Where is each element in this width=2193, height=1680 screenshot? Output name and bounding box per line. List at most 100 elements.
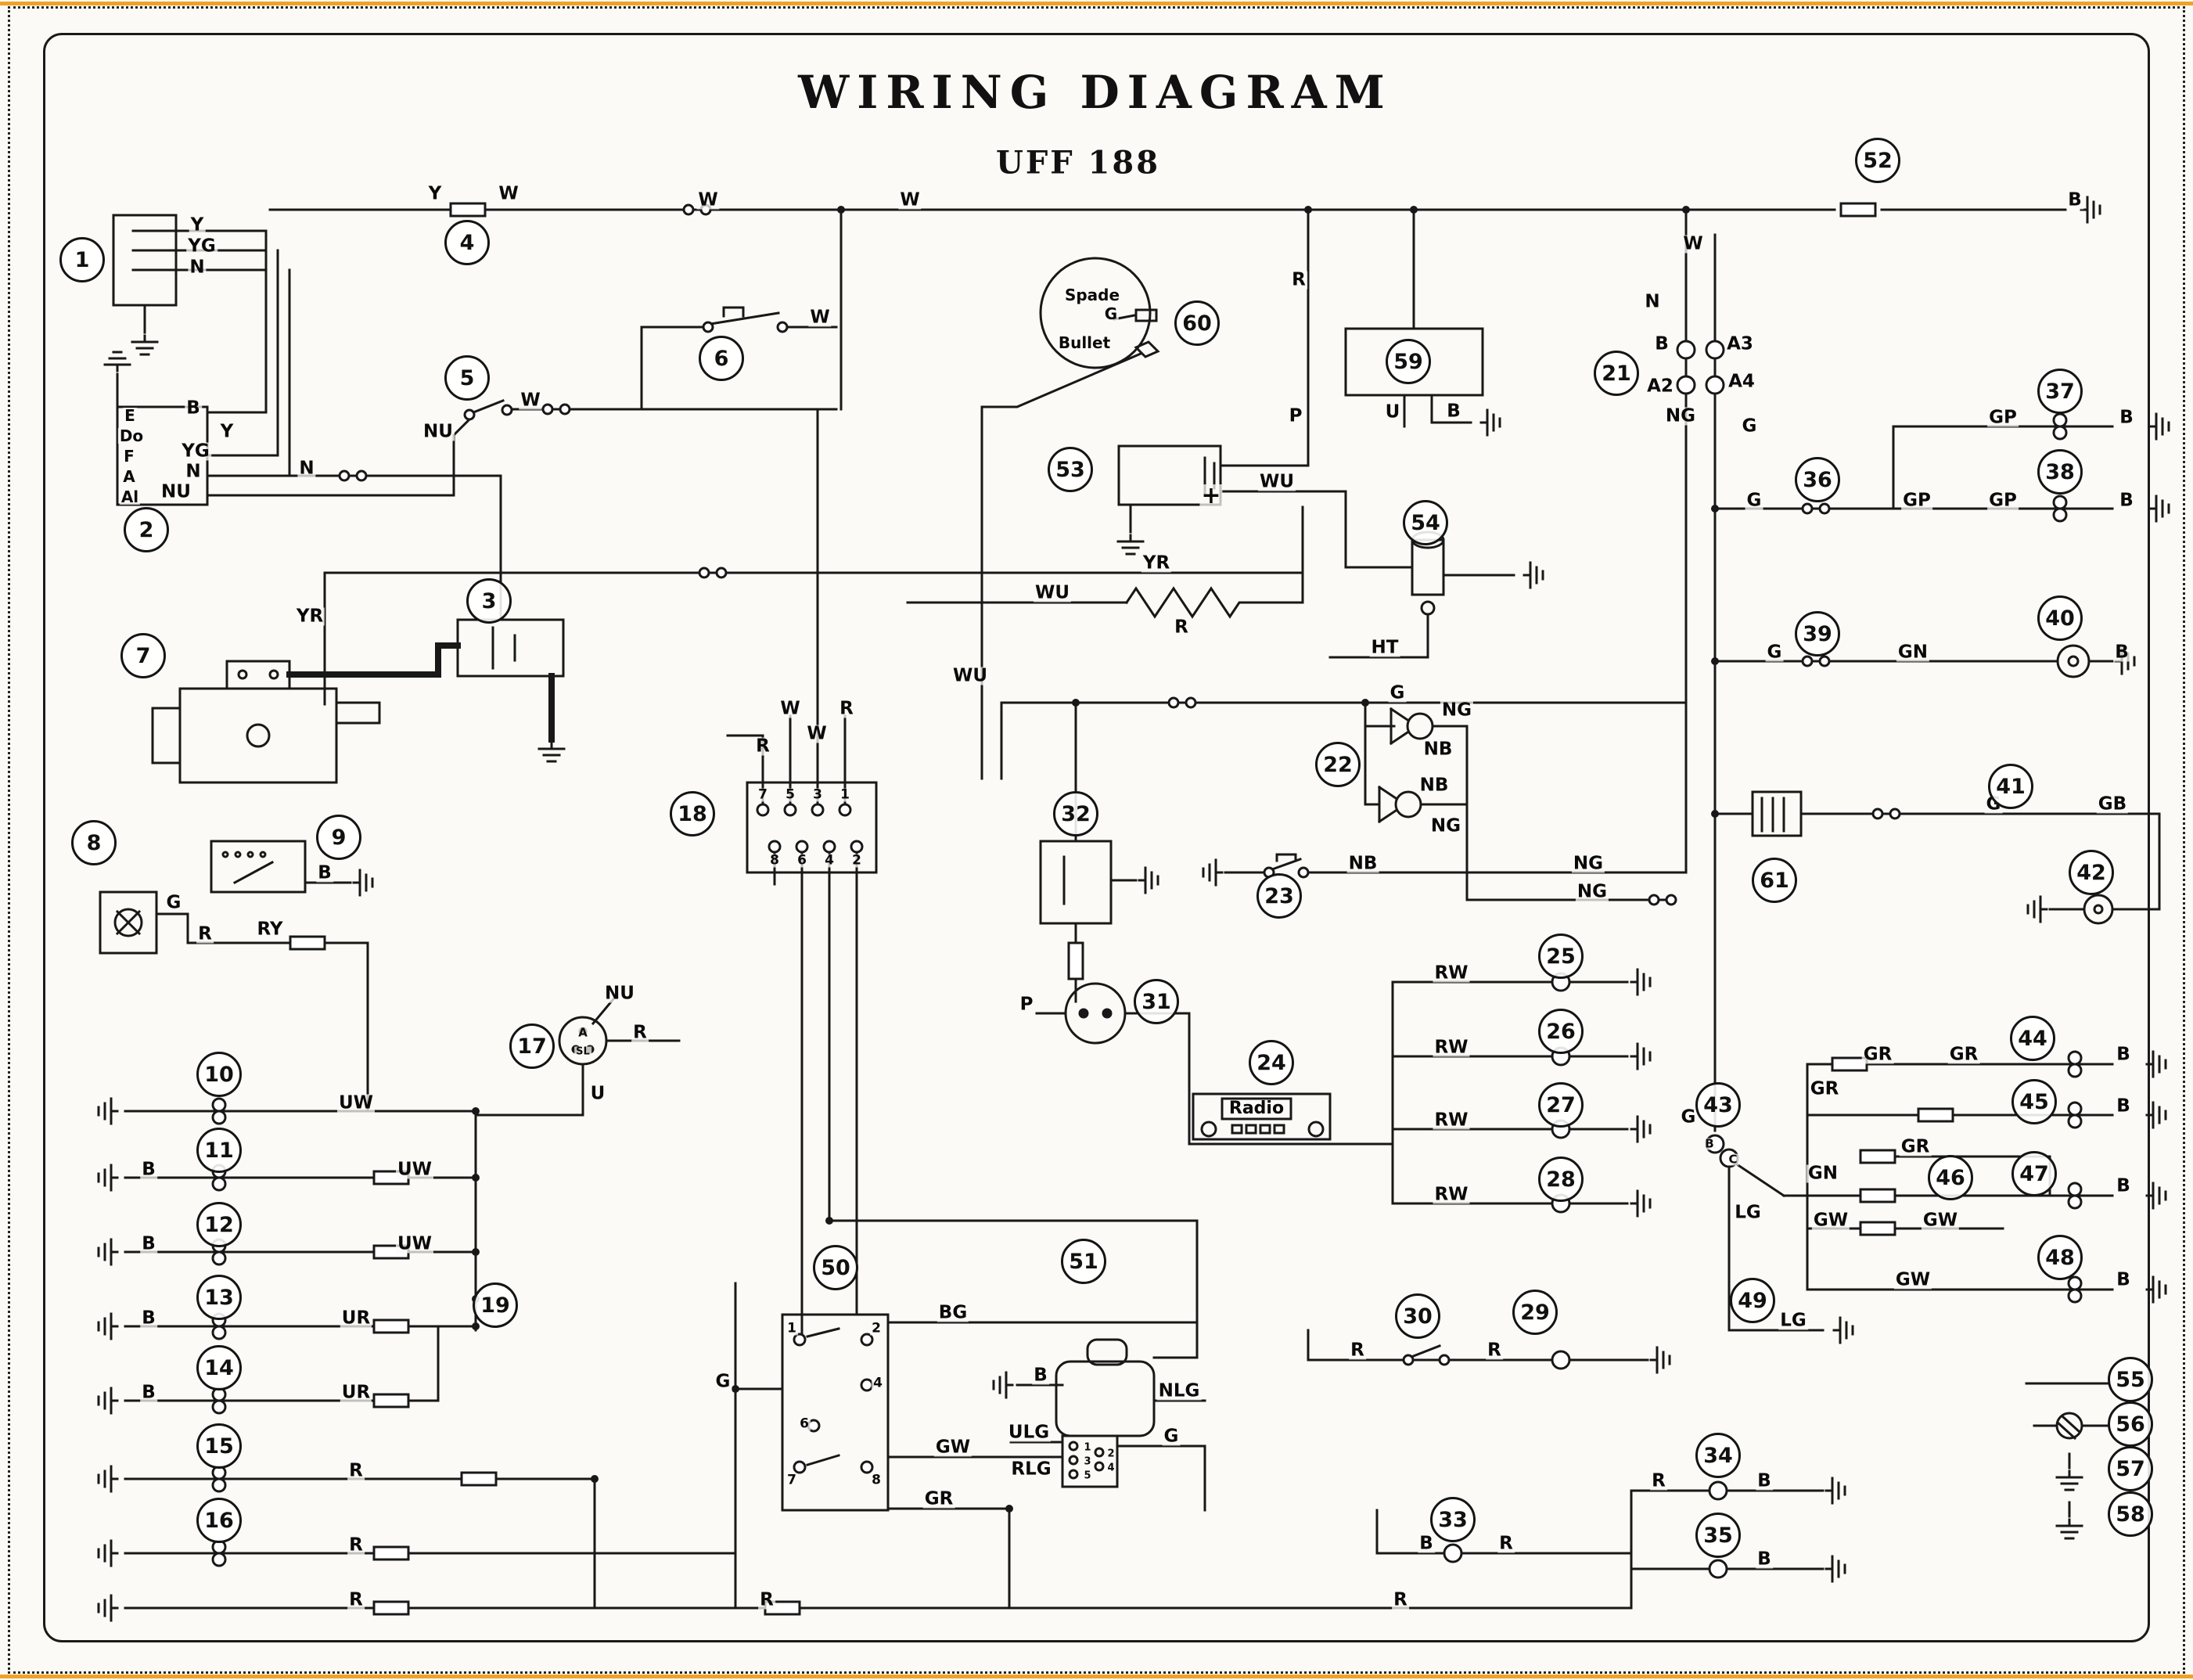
wire-label-GP: GP xyxy=(1987,490,2019,511)
wire-label-LG: LG xyxy=(1778,1310,1808,1331)
wire-label-R: R xyxy=(1173,617,1190,638)
wire-label-G: G xyxy=(714,1371,732,1392)
wire-label-B: B xyxy=(2066,189,2083,210)
wire-label-BG: BG xyxy=(937,1302,969,1323)
wire-label-UR: UR xyxy=(340,1308,372,1329)
wire-label-GR: GR xyxy=(1808,1078,1841,1099)
wire-label-YR: YR xyxy=(294,606,325,627)
wire-label-6: 6 xyxy=(796,852,808,869)
wire-label-NG: NG xyxy=(1663,405,1698,426)
wire-label-P: P xyxy=(1018,994,1035,1015)
wire-label-G: G xyxy=(1679,1106,1698,1128)
wire-label-NB: NB xyxy=(1422,739,1454,760)
component-badge-1: 1 xyxy=(59,237,105,282)
component-badge-27: 27 xyxy=(1538,1082,1584,1128)
wire-label-GN: GN xyxy=(1896,642,1930,663)
wire-label-W: W xyxy=(497,183,520,204)
wire-label-NG: NG xyxy=(1575,881,1609,902)
wire-label-R: R xyxy=(1349,1340,1366,1361)
component-badge-32: 32 xyxy=(1053,791,1098,836)
component-badge-29: 29 xyxy=(1512,1290,1558,1335)
component-boxes xyxy=(99,214,2114,1512)
component-badge-39: 39 xyxy=(1795,611,1840,657)
wire-label-G: G xyxy=(1765,642,1784,663)
wire-label-2: 2 xyxy=(850,852,863,869)
component-badge-60: 60 xyxy=(1174,300,1220,346)
wire-label-GR: GR xyxy=(1861,1044,1894,1065)
wire-label-U: U xyxy=(588,1083,607,1104)
wire-label-7: 7 xyxy=(757,786,769,803)
wire-label-GW: GW xyxy=(1811,1210,1850,1231)
component-badge-42: 42 xyxy=(2069,850,2114,895)
wire-label-Y: Y xyxy=(189,214,206,236)
wire-label-B: B xyxy=(2118,407,2135,428)
component-badge-47: 47 xyxy=(2011,1151,2057,1196)
component-badge-38: 38 xyxy=(2037,449,2083,495)
wire-label-4: 4 xyxy=(872,1375,884,1391)
wire-label-B: B xyxy=(1756,1470,1773,1491)
component-badge-41: 41 xyxy=(1988,764,2033,809)
wire-label-B: B xyxy=(1032,1365,1049,1386)
wire-label-HT: HT xyxy=(1369,637,1400,658)
wire-label-NB: NB xyxy=(1418,775,1451,796)
component-badge-12: 12 xyxy=(196,1202,242,1247)
component-badge-21: 21 xyxy=(1594,351,1639,396)
wire-label-E: E xyxy=(123,406,137,425)
component-badge-46: 46 xyxy=(1928,1155,1973,1200)
component-badge-61: 61 xyxy=(1752,858,1797,903)
wire-label-GB: GB xyxy=(2096,793,2129,815)
component-badge-5: 5 xyxy=(444,355,490,401)
wire-label-B: B xyxy=(2113,642,2130,663)
wire-label-Al: Al xyxy=(119,487,141,506)
wire-label-A3: A3 xyxy=(1725,333,1755,354)
wire-label-WU: WU xyxy=(1257,471,1296,492)
component-badge-31: 31 xyxy=(1134,979,1179,1024)
component-badge-25: 25 xyxy=(1538,934,1584,979)
wire-label-Radio: Radio xyxy=(1227,1099,1286,1118)
wire-label-SL: SL xyxy=(574,1045,591,1058)
wire-label-3: 3 xyxy=(1082,1455,1093,1468)
component-badge-18: 18 xyxy=(670,791,715,836)
component-badge-53: 53 xyxy=(1048,447,1093,492)
wire-label-YG: YG xyxy=(186,236,218,257)
wire-label-NG: NG xyxy=(1571,853,1605,874)
wire-label-R: R xyxy=(347,1534,365,1556)
wire-label-A: A xyxy=(577,1025,589,1040)
component-badge-55: 55 xyxy=(2108,1357,2153,1402)
wire-label-UW: UW xyxy=(395,1159,434,1180)
wire-label-G: G xyxy=(1740,416,1759,437)
wire-label-N: N xyxy=(1643,291,1662,312)
wire-label-R: R xyxy=(347,1589,365,1610)
wire-label-GR: GR xyxy=(1899,1136,1932,1157)
inline-connectors xyxy=(211,202,2083,1616)
component-badge-36: 36 xyxy=(1795,457,1840,502)
wire-label-B: B xyxy=(185,398,202,419)
wire-label-GW: GW xyxy=(1893,1269,1932,1290)
component-badge-48: 48 xyxy=(2037,1235,2083,1280)
wire-label-UW: UW xyxy=(336,1092,376,1113)
wire-label-B: B xyxy=(1445,401,1462,422)
wire-label-7: 7 xyxy=(786,1472,798,1488)
wires-wiper-area xyxy=(734,1219,1206,1610)
wire-label-R: R xyxy=(196,923,214,944)
wire-label-B: B xyxy=(2115,1044,2132,1065)
wires-ignition-area xyxy=(323,208,1515,780)
wire-label-+: + xyxy=(1199,482,1223,509)
wire-label-1: 1 xyxy=(786,1320,798,1336)
wire-label-B: B xyxy=(140,1159,157,1180)
component-badge-57: 57 xyxy=(2108,1446,2153,1491)
wire-label-GN: GN xyxy=(1806,1163,1840,1184)
wire-label-NU: NU xyxy=(422,421,455,442)
component-badge-13: 13 xyxy=(196,1275,242,1320)
wire-label-B: B xyxy=(316,862,333,883)
component-badge-49: 49 xyxy=(1730,1278,1775,1323)
wire-label-UR: UR xyxy=(340,1382,372,1403)
wire-label-GR: GR xyxy=(922,1488,955,1509)
component-badge-14: 14 xyxy=(196,1345,242,1390)
wire-label-RW: RW xyxy=(1433,1184,1470,1205)
component-badge-56: 56 xyxy=(2108,1401,2153,1447)
component-badge-7: 7 xyxy=(120,633,166,678)
wire-label-R: R xyxy=(1497,1533,1515,1554)
